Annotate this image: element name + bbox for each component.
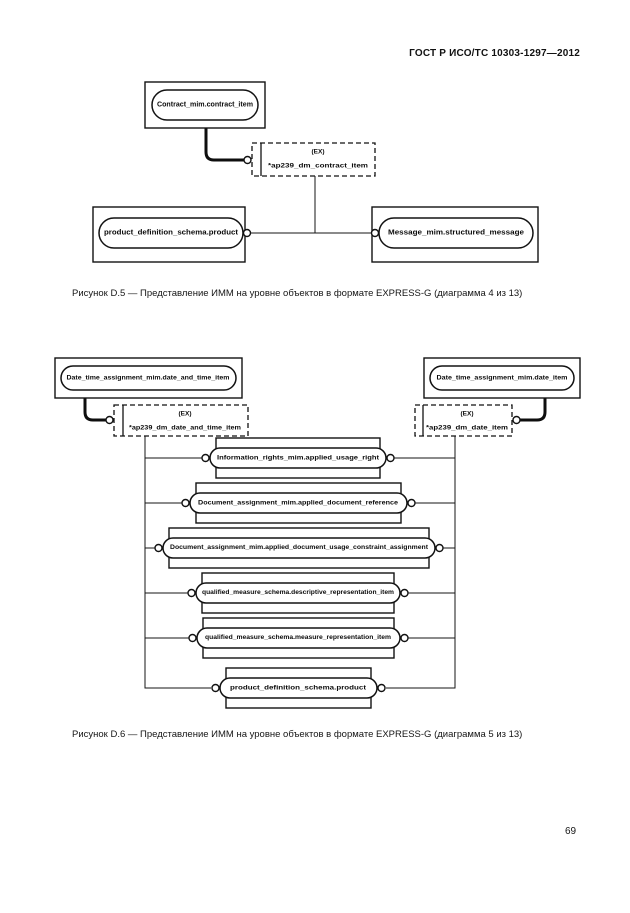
external-ref-frame <box>414 404 513 437</box>
entity-capsule <box>189 492 408 514</box>
external-ref-frame <box>113 404 249 437</box>
connector-circle <box>181 498 190 508</box>
node-label: *ap239_dm_contract_item <box>268 163 368 170</box>
connector-circle <box>377 683 386 693</box>
node-product-d5: product_definition_schema.product <box>92 206 252 263</box>
entity-capsule <box>429 365 575 391</box>
node-descriptive-representation-item: qualified_measure_schema.descriptive_rep… <box>187 572 409 614</box>
node-applied-document-usage-constraint-assignment: Document_assignment_mim.applied_document… <box>154 527 444 569</box>
standard-code-header: ГОСТ Р ИСО/ТС 10303-1297—2012 <box>409 48 580 59</box>
node-label: Date_time_assignment_mim.date_item <box>437 375 568 382</box>
entity-capsule <box>219 677 378 699</box>
connector-circle <box>242 228 252 238</box>
ex-tag: (EX) <box>461 411 474 418</box>
ex-tag: (EX) <box>179 411 192 418</box>
node-label: product_definition_schema.product <box>104 230 239 237</box>
node-ap239-contract-item: (EX) *ap239_dm_contract_item <box>243 142 376 177</box>
wire-contract-to-ap239 <box>204 128 244 162</box>
node-applied-document-reference: Document_assignment_mim.applied_document… <box>181 482 416 524</box>
connector-circle <box>105 415 114 425</box>
entity-capsule <box>162 537 436 559</box>
connector-circle <box>400 588 409 598</box>
connector-circle <box>400 633 409 643</box>
page-number: 69 <box>565 826 577 837</box>
connector-circle <box>243 155 252 165</box>
connector-circle <box>407 498 416 508</box>
node-contract-item: Contract_mim.contract_item <box>144 81 266 129</box>
node-label: Contract_mim.contract_item <box>157 102 253 109</box>
entity-capsule <box>196 627 401 649</box>
node-label: Document_assignment_mim.applied_document… <box>198 500 398 507</box>
entity-capsule <box>209 447 387 469</box>
left-rail <box>144 436 211 689</box>
node-label: Information_rights_mim.applied_usage_rig… <box>217 455 380 462</box>
node-label: product_definition_schema.product <box>230 685 367 692</box>
figure-d6-caption: Рисунок D.6 — Представление ИММ на уровн… <box>72 729 523 740</box>
figure-d5-caption: Рисунок D.5 — Представление ИММ на уровн… <box>72 288 523 299</box>
connector-circle <box>154 543 163 553</box>
wire-date-to-ap239 <box>520 398 547 422</box>
node-label: *ap239_dm_date_and_time_item <box>129 425 241 432</box>
connector-circle <box>211 683 220 693</box>
node-ap239-date-and-time-item: (EX) *ap239_dm_date_and_time_item <box>105 404 249 437</box>
node-date-and-time-item: Date_time_assignment_mim.date_and_time_i… <box>54 357 243 399</box>
entity-capsule <box>60 365 237 391</box>
connector-circle <box>512 415 521 425</box>
express-g-diagram-d6: Date_time_assignment_mim.date_and_time_i… <box>54 357 581 709</box>
entity-capsule <box>195 582 401 604</box>
node-product-d6: product_definition_schema.product <box>211 667 386 709</box>
node-label: *ap239_dm_date_item <box>426 425 508 432</box>
wire-date-and-time-to-ap239 <box>83 398 106 422</box>
node-date-item: Date_time_assignment_mim.date_item <box>423 357 581 399</box>
connector-circle <box>435 543 444 553</box>
connector-circle <box>188 633 197 643</box>
node-measure-representation-item: qualified_measure_schema.measure_represe… <box>188 617 409 659</box>
node-label: Date_time_assignment_mim.date_and_time_i… <box>67 375 230 382</box>
connector-circle <box>386 453 395 463</box>
node-structured-message: Message_mim.structured_message <box>370 206 539 263</box>
node-label: Document_assignment_mim.applied_document… <box>170 545 428 551</box>
node-frame <box>54 357 243 399</box>
connector-circle <box>201 453 210 463</box>
right-rail <box>386 436 456 689</box>
node-label: Message_mim.structured_message <box>388 230 524 237</box>
express-g-diagram-d5: Contract_mim.contract_item (EX) *ap239_d… <box>92 81 539 263</box>
node-frame <box>423 357 581 399</box>
connector-circle <box>187 588 196 598</box>
entity-capsule <box>378 217 534 249</box>
connector-circle <box>370 228 380 238</box>
entity-capsule <box>151 89 259 121</box>
node-ap239-date-item: (EX) *ap239_dm_date_item <box>414 404 521 437</box>
node-applied-usage-right: Information_rights_mim.applied_usage_rig… <box>201 437 395 479</box>
node-frame <box>144 81 266 129</box>
node-label: qualified_measure_schema.descriptive_rep… <box>202 590 394 596</box>
ex-tag: (EX) <box>312 149 325 156</box>
external-ref-frame <box>251 142 376 177</box>
node-label: qualified_measure_schema.measure_represe… <box>205 635 391 641</box>
